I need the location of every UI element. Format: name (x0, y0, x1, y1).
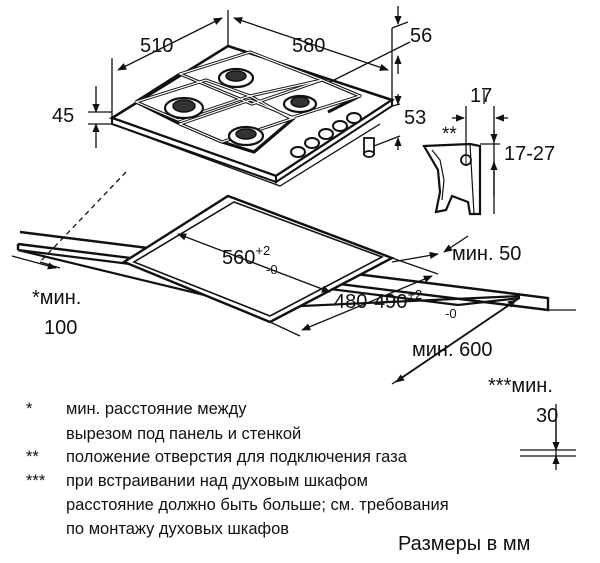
cutout-inner (132, 201, 384, 317)
knob-2 (304, 137, 320, 149)
dim-gas-offset: 53 (404, 107, 426, 129)
dim-cutout-width: 560+2 (222, 243, 270, 269)
burner-rear-right (282, 94, 318, 114)
worktop-side (457, 296, 521, 307)
note-2-line-1: положение отверстия для подключения газа (66, 448, 407, 466)
dim-min-below-label: ***мин. (488, 375, 553, 397)
dim-cutout-depth: 480-490+2 (334, 287, 422, 313)
dim-hob-height: 56 (410, 25, 432, 47)
hob (109, 44, 395, 187)
dim-lines-clearance (11, 235, 576, 470)
note-2-mark: ** (26, 448, 39, 466)
knob-4 (332, 120, 348, 132)
dim-lines-hob (88, 6, 411, 150)
note-1-line-2: вырезом под панель и стенкой (66, 425, 302, 443)
dim-cutout-width-tol-minus: -0 (266, 262, 278, 277)
dim-connector-width: 17 (470, 85, 492, 107)
dim-hob-top-thickness: 45 (52, 105, 74, 127)
dim-min-side-value: 100 (44, 317, 77, 339)
control-knobs (290, 112, 362, 158)
gas-position-mark: ** (442, 124, 457, 145)
units-label: Размеры в мм (398, 533, 531, 555)
hob-underside (127, 123, 381, 187)
dim-hob-width: 510 (140, 35, 173, 57)
knob-5 (346, 112, 362, 124)
note-1-line-1: мин. расстояние между (66, 400, 247, 418)
dim-min-rear: мин. 50 (452, 243, 521, 265)
dim-min-front: мин. 600 (412, 339, 492, 361)
note-3-mark: *** (26, 472, 46, 490)
gas-connector (363, 137, 375, 158)
note-3-line-1: при встраивании над духовым шкафом (66, 472, 369, 490)
dashed-guide (39, 171, 127, 263)
dim-lines-connector (452, 90, 508, 214)
knob-1 (290, 146, 306, 158)
burner-front-right (227, 125, 265, 147)
dim-hob-depth: 580 (292, 35, 325, 57)
note-3-line-2: расстояние должно быть больше; см. требо… (66, 496, 449, 514)
dim-min-side-label: *мин. (32, 287, 81, 309)
burner-front-left (163, 96, 205, 120)
burner-rear-left (217, 67, 255, 89)
pan-supports-inner (134, 51, 362, 143)
note-3-line-3: по монтажу духовых шкафов (66, 520, 290, 538)
dim-cutout-depth-tol-minus: -0 (445, 306, 457, 321)
dim-connector-height: 17-27 (504, 143, 555, 165)
connector-detail (422, 142, 482, 216)
dim-min-below-value: 30 (536, 405, 558, 427)
knob-3 (318, 128, 334, 140)
note-1-mark: * (26, 400, 33, 418)
